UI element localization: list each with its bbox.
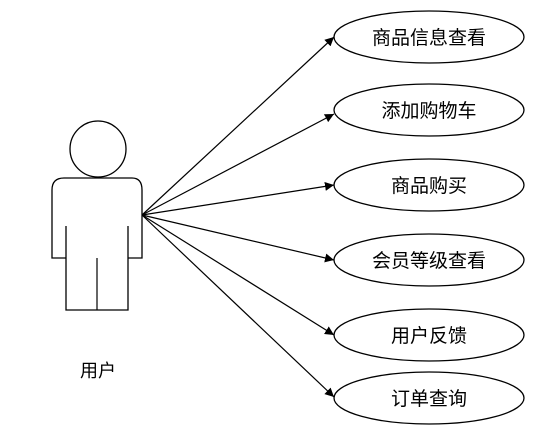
actor-figure — [51, 120, 143, 311]
use-case-5: 用户反馈 — [333, 308, 525, 362]
use-case-label: 用户反馈 — [391, 325, 467, 347]
association-5 — [141, 214, 335, 336]
use-case-3: 商品购买 — [333, 158, 525, 212]
association-2 — [141, 113, 335, 216]
use-case-label: 订单查询 — [391, 388, 467, 410]
associations — [141, 36, 335, 398]
actor-head — [69, 120, 127, 178]
association-1 — [141, 36, 335, 216]
use-case-2: 添加购物车 — [333, 83, 525, 137]
use-case-label: 会员等级查看 — [372, 250, 486, 272]
association-3 — [141, 181, 335, 216]
use-case-label: 商品购买 — [391, 175, 467, 197]
actor-label: 用户 — [80, 361, 116, 382]
use-case-1: 商品信息查看 — [333, 10, 525, 64]
use-case-label: 添加购物车 — [381, 100, 476, 122]
association-4 — [141, 214, 335, 263]
use-case-label: 商品信息查看 — [372, 27, 486, 49]
use-case-4: 会员等级查看 — [333, 233, 525, 287]
use-case-6: 订单查询 — [333, 371, 525, 425]
association-6 — [141, 214, 335, 398]
actor-body — [51, 177, 143, 311]
